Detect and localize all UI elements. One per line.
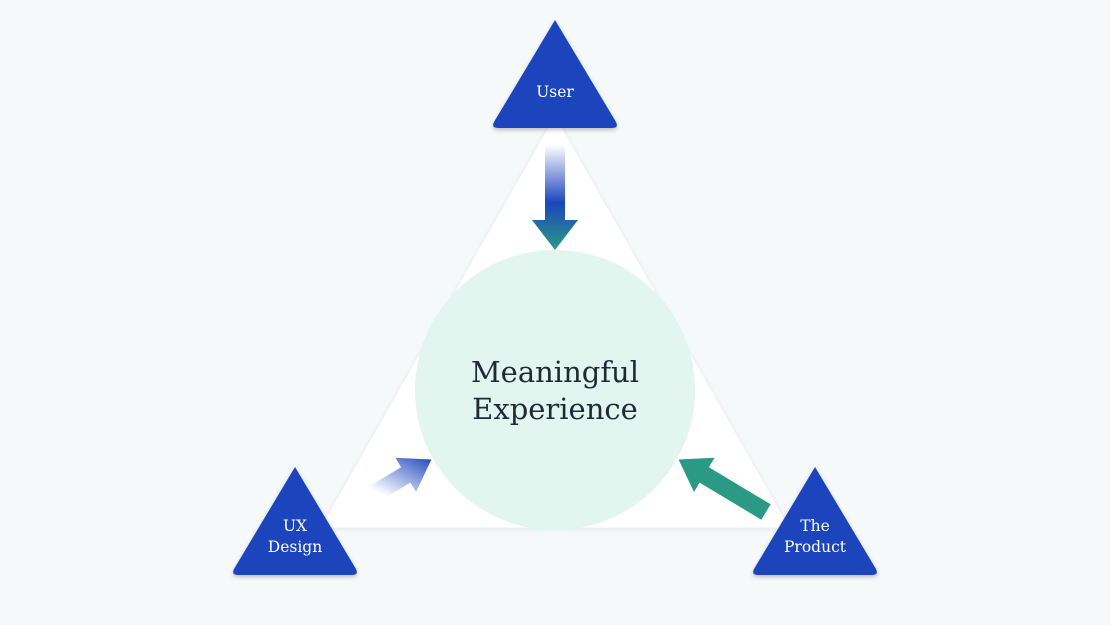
node-ux-design-line2: Design — [268, 538, 322, 556]
arrow-ux-design-to-center — [339, 457, 432, 520]
center-label-line2: Experience — [472, 392, 638, 426]
arrow-product-to-center — [678, 457, 771, 520]
node-user: User — [493, 20, 617, 128]
node-the-product: The Product — [753, 467, 877, 575]
arrow-user-to-center — [532, 145, 578, 250]
node-the-product-line1: The — [800, 517, 830, 535]
center-circle — [415, 250, 695, 530]
node-ux-design: UX Design — [233, 467, 357, 575]
node-the-product-line2: Product — [784, 538, 847, 556]
node-user-label: User — [536, 83, 574, 101]
node-ux-design-line1: UX — [283, 517, 307, 535]
center-label-line1: Meaningful — [471, 355, 639, 389]
